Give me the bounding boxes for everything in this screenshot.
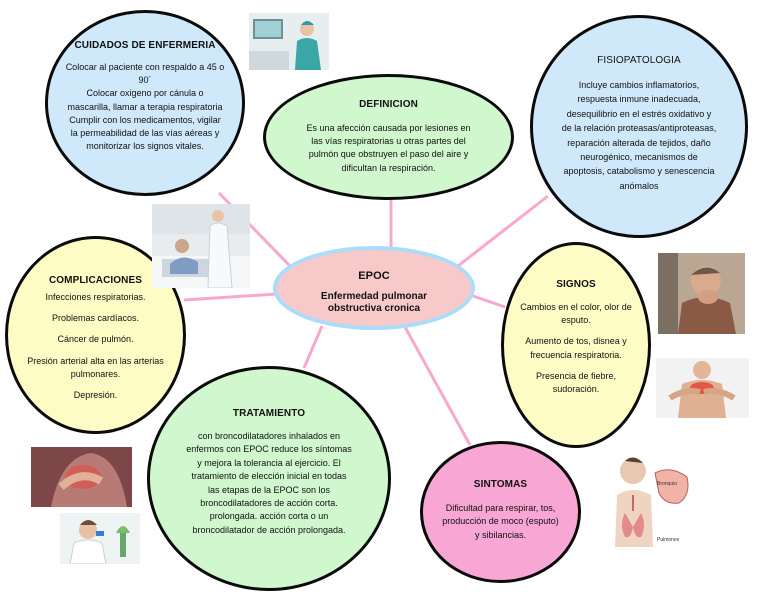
connector-signos [472,294,506,309]
node-body: con broncodilatadores inhalados en enfer… [186,431,352,535]
text-line: Cumplir con los medicamentos, vigilar la… [69,114,221,152]
connector-fisiopatologia [457,194,549,268]
node-fisiopatologia: FISIOPATOLOGIA Incluye cambios inflamato… [530,15,748,238]
connector-sintomas [403,326,472,446]
node-title: FISIOPATOLOGIA [597,55,681,66]
chest-pain-man-photo [656,358,749,418]
node-title: SIGNOS [556,279,596,290]
text-line: Colocar oxigeno por cánula o mascarilla,… [67,88,223,112]
node-body: Cambios en el color, olor de esputo. Aum… [519,301,634,404]
center-title: EPOC [358,270,390,282]
node-body: Incluye cambios inflamatorios, respuesta… [561,80,717,191]
list-item: Problemas cardíacos. [51,313,140,324]
text-line: Colocar al paciente con respaldo a 45 o … [65,62,225,86]
node-center-epoc: EPOC Enfermedad pulmonar obstructiva cro… [273,246,475,330]
inhaler-woman-photo [60,513,140,564]
connector-complicaciones [183,292,278,302]
node-body: Infecciones respiratorias. Problemas car… [21,291,171,410]
lung-anatomy-diagram: Bronquio Pulmones [611,455,701,547]
diagram-label: Bronquio [657,481,677,487]
node-body: Colocar al paciente con respaldo a 45 o … [65,61,225,153]
list-item: Aumento de tos, disnea y frecuencia resp… [525,336,627,360]
node-body: Dificultad para respirar, tos, producció… [442,503,559,540]
diagram-label: Pulmones [657,537,680,543]
list-item: Depresión. [73,390,118,401]
coughing-man-photo [658,253,745,334]
node-title: TRATAMIENTO [232,408,306,419]
node-title: DEFINICION [359,99,418,110]
list-item: Presión arterial alta en las arterias pu… [27,355,164,379]
connector-tratamiento [302,325,324,369]
list-item: Infecciones respiratorias. [45,292,146,302]
node-signos: SIGNOS Cambios en el color, olor de espu… [501,242,651,448]
list-item: Presencia de fiebre, sudoración. [535,370,617,395]
node-body: Es una afección causada por lesiones en … [306,123,471,173]
node-tratamiento: TRATAMIENTO con broncodilatadores inhala… [147,366,391,591]
node-sintomas: SINTOMAS Dificultad para respirar, tos, … [420,441,581,583]
center-subtitle: Enfermedad pulmonar obstructiva cronica [320,291,428,314]
list-item: Cambios en el color, olor de esputo. [520,302,632,326]
node-definicion: DEFINICION Es una afección causada por l… [263,74,514,200]
node-title: CUIDADOS DE ENFERMERIA [74,40,216,51]
list-item: Cáncer de pulmón. [57,334,134,345]
node-cuidados-de-enfermeria: CUIDADOS DE ENFERMERIA Colocar al pacien… [45,10,245,196]
nurse-photo [249,13,329,70]
node-title: COMPLICACIONES [48,275,143,286]
hospital-patient-photo [152,204,250,288]
node-title: SINTOMAS [473,479,528,490]
chest-pain-woman-photo [31,447,132,507]
